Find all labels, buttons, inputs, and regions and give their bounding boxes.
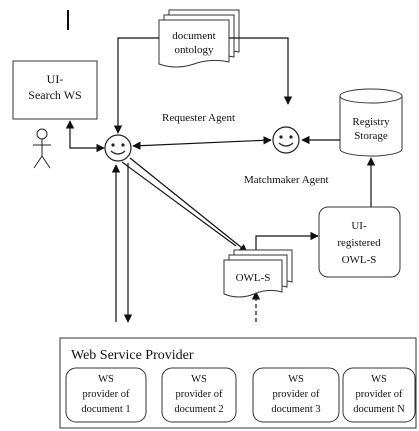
- requester-agent-label: Requester Agent: [162, 112, 235, 124]
- web-service-provider-title: Web Service Provider: [71, 348, 194, 363]
- ui-registered-line3: OWL-S: [342, 254, 377, 266]
- web-service-provider-container: Web Service Provider WS provider of docu…: [59, 337, 417, 429]
- user-stick-figure: [33, 128, 51, 169]
- ws-provider-3: WS provider of document 3: [252, 367, 340, 423]
- arrow-user-to-requester: [69, 124, 105, 153]
- ui-registered-owls-box: UI- registered OWL-S: [318, 206, 401, 278]
- registry-line1: Registry: [352, 116, 390, 128]
- svg-text:document 3: document 3: [271, 404, 320, 415]
- registry-line2: Storage: [354, 130, 388, 142]
- owls-label: OWL-S: [236, 272, 271, 284]
- svg-text:WS: WS: [288, 374, 304, 385]
- document-ontology-stack: document ontology: [158, 9, 240, 68]
- owls-document-stack: OWL-S: [223, 249, 293, 298]
- arrow-requester-matchmaker: [132, 136, 272, 150]
- arrow-owls-to-requester: [121, 161, 237, 247]
- svg-text:document N: document N: [353, 404, 405, 415]
- ontology-line2: ontology: [174, 44, 214, 56]
- ws-provider-1: WS provider of document 1: [65, 367, 147, 423]
- svg-text:provider of: provider of: [83, 389, 130, 400]
- ui-search-line2: Search WS: [28, 88, 81, 102]
- ws-provider-2: WS provider of document 2: [161, 367, 237, 423]
- ws-provider-n: WS provider of document N: [342, 367, 416, 423]
- svg-text:document 1: document 1: [81, 404, 130, 415]
- svg-text:provider of: provider of: [356, 389, 403, 400]
- svg-text:provider of: provider of: [176, 389, 223, 400]
- ui-search-ws-box: UI- Search WS: [12, 60, 98, 120]
- arrow-requester-to-owls: [129, 157, 248, 253]
- matchmaker-agent-smiley: [272, 126, 300, 154]
- ontology-line1: document: [172, 30, 215, 42]
- ui-registered-line2: registered: [337, 237, 381, 249]
- svg-text:WS: WS: [191, 374, 207, 385]
- arrow-owls-to-ui-registered: [255, 231, 319, 252]
- ui-registered-line1: UI-: [351, 220, 367, 232]
- svg-text:document 2: document 2: [174, 404, 223, 415]
- svg-text:WS: WS: [98, 374, 114, 385]
- ui-search-line1: UI-: [47, 72, 64, 86]
- registry-storage-cylinder: Registry Storage: [339, 88, 403, 157]
- matchmaker-agent-label: Matchmaker Agent: [244, 174, 329, 186]
- requester-agent-smiley: [104, 134, 132, 162]
- arrow-ontology-to-requester: [113, 37, 159, 134]
- svg-text:WS: WS: [371, 374, 387, 385]
- arrow-ontology-to-matchmaker: [229, 37, 293, 105]
- svg-text:provider of: provider of: [273, 389, 320, 400]
- connectors: [65, 37, 376, 323]
